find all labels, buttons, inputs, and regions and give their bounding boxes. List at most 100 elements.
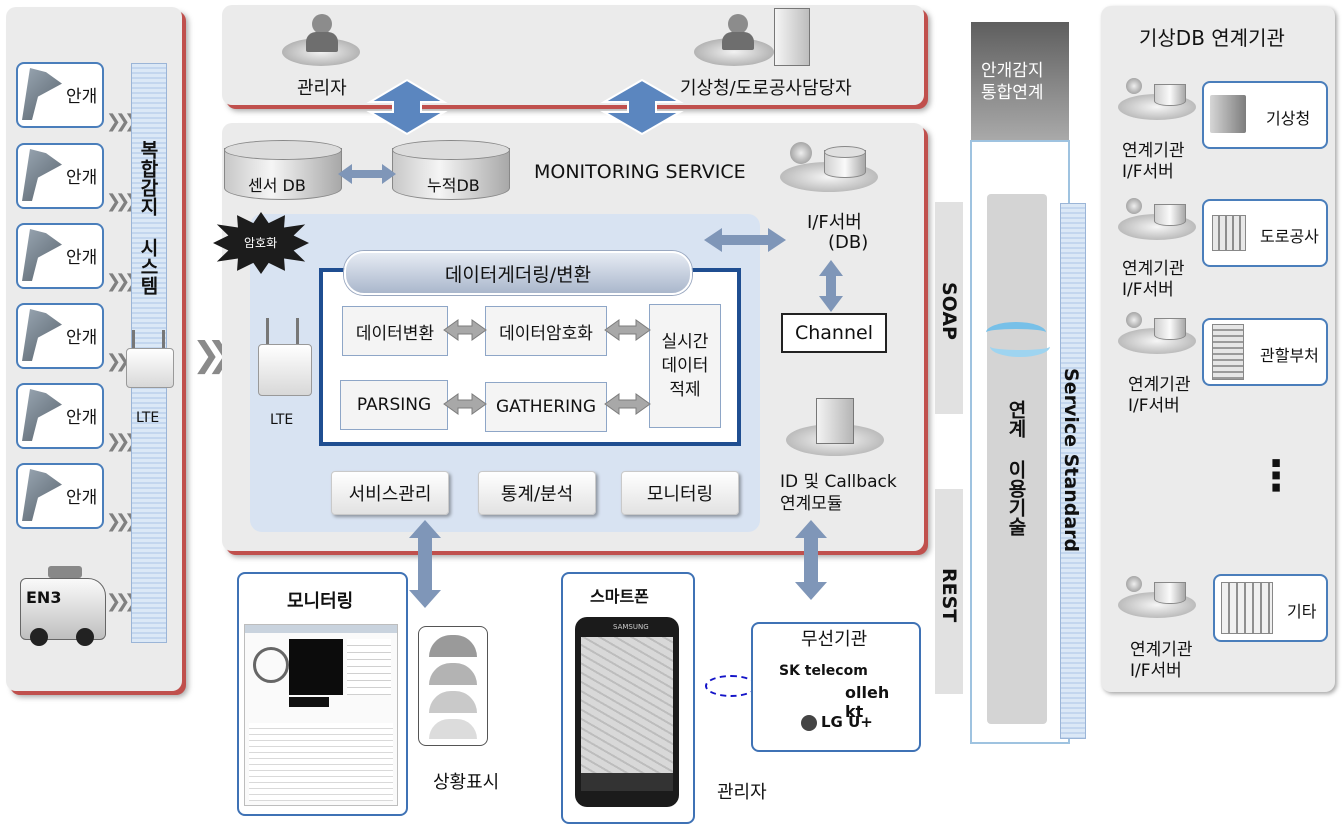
lg-uplus-logo: LG U+ (821, 713, 873, 731)
org-name: 기타 (1287, 602, 1317, 621)
chevron-icon: ❯❯❯ (106, 111, 139, 132)
service-management-button[interactable]: 서비스관리 (331, 471, 449, 515)
parsing-box[interactable]: PARSING (340, 380, 448, 430)
cumulative-db-label: 누적DB (427, 176, 480, 195)
sensor-db-label: 센서 DB (248, 176, 306, 195)
vehicle-label: EN3 (26, 588, 62, 607)
wheel-icon (30, 628, 48, 646)
sk-telecom-logo: SK telecom (779, 663, 868, 679)
lte-label-left: LTE (136, 410, 160, 426)
more-ellipsis-icon: ⋮ (1255, 451, 1297, 500)
fog-sensor-card[interactable]: 안개 (16, 303, 104, 369)
cumulative-db-icon (392, 140, 510, 202)
if-server-icon (1118, 574, 1198, 624)
chevron-icon: ❯❯❯ (106, 431, 139, 452)
org-server-label-1: 연계기관 (1128, 375, 1191, 395)
encryption-label: 암호화 (244, 236, 278, 250)
channel-box[interactable]: Channel (781, 313, 887, 353)
org-card[interactable]: 관할부처 (1202, 318, 1328, 386)
monitoring-service-title: MONITORING SERVICE (534, 161, 746, 183)
olleh-kt-logo: olleh kt (845, 683, 890, 721)
callback-label-1: ID 및 Callback (780, 472, 897, 492)
realtime-load-box[interactable]: 실시간 데이터 적제 (649, 304, 721, 428)
fog-sensor-card[interactable]: 안개 (16, 463, 104, 529)
org-server-label-2: I/F서버 (1128, 396, 1180, 416)
rest-bar (935, 489, 963, 694)
double-arrow-icon (338, 164, 396, 184)
lte-router-icon (124, 330, 174, 390)
building-icon (1212, 215, 1246, 251)
lte-router-icon (256, 318, 312, 398)
monitoring-card-title: 모니터링 (287, 591, 354, 612)
weather-staff-label: 기상청/도로공사담당자 (680, 78, 852, 99)
admin-desk-icon (282, 10, 362, 70)
callback-server-icon (786, 398, 886, 460)
status-display-label: 상황표시 (433, 772, 500, 793)
integration-header-line2: 통합연계 (981, 83, 1044, 103)
monitoring-button[interactable]: 모니터링 (621, 471, 739, 515)
org-name: 관할부처 (1260, 346, 1319, 365)
chevron-icon: ❯❯❯ (106, 511, 139, 532)
org-server-label-2: I/F서버 (1122, 280, 1174, 300)
detection-vehicle: EN3 (18, 566, 108, 662)
antenna-icon (48, 566, 82, 578)
org-name: 기상청 (1266, 109, 1311, 128)
chevron-icon: ❯❯❯ (106, 191, 139, 212)
service-standard-bar (1060, 203, 1086, 739)
fog-sensor-label: 안개 (66, 87, 98, 107)
fog-sensor-card[interactable]: 안개 (16, 143, 104, 209)
smartphone-title: 스마트폰 (590, 587, 649, 606)
if-server-db-icon (780, 134, 880, 198)
double-arrow-icon (409, 228, 843, 608)
org-server-label-1: 연계기관 (1130, 640, 1193, 660)
chevron-icon: ❯❯❯ (106, 591, 139, 612)
org-card[interactable]: 도로공사 (1202, 199, 1328, 267)
org-server-label-2: I/F서버 (1130, 661, 1182, 681)
org-card[interactable]: 기상청 (1202, 81, 1328, 149)
fog-sensor-label: 안개 (66, 248, 98, 268)
pipeline-title-text: 데이터게더링/변환 (444, 263, 592, 286)
wheel-icon (76, 628, 94, 646)
org-server-label-2: I/F서버 (1122, 162, 1174, 182)
monitoring-screenshot (244, 624, 398, 806)
building-icon (1221, 582, 1273, 634)
phone-brand: SAMSUNG (613, 623, 649, 631)
weather-db-title: 기상DB 연계기관 (1139, 26, 1285, 50)
org-card[interactable]: 기타 (1213, 574, 1328, 642)
fog-sensor-label: 안개 (66, 408, 98, 428)
org-server-label-1: 연계기관 (1122, 141, 1185, 161)
weather-staff-icon (694, 8, 814, 70)
statistics-analysis-button[interactable]: 통계/분석 (478, 471, 596, 515)
if-server-icon (1118, 76, 1198, 126)
integration-header-line1: 안개감지 (981, 61, 1044, 81)
org-name: 도로공사 (1260, 227, 1319, 246)
wireless-title: 무선기관 (801, 629, 868, 650)
fog-sensor-card[interactable]: 안개 (16, 383, 104, 449)
if-server-icon (1118, 310, 1198, 360)
carrier-logos: SK telecom olleh kt LG U+ (759, 651, 911, 741)
data-convert-box[interactable]: 데이터변환 (342, 306, 448, 356)
if-server-icon (1118, 196, 1198, 246)
chevron-icon: ❯❯❯ (106, 271, 139, 292)
fog-sensor-label: 안개 (66, 488, 98, 508)
van-icon (20, 578, 106, 640)
fog-sensor-label: 안개 (66, 328, 98, 348)
service-standard-label: Service Standard (1060, 368, 1082, 553)
integration-tech-bar (987, 194, 1047, 724)
lg-logo-icon (801, 715, 817, 731)
org-server-label-1: 연계기관 (1122, 259, 1185, 279)
fog-sensor-card[interactable]: 안개 (16, 62, 104, 128)
lte-label-inner: LTE (270, 412, 294, 428)
integration-tech-label: 연계 이용기술 (1005, 400, 1027, 536)
fog-sensor-card[interactable]: 안개 (16, 223, 104, 289)
pipeline-title: 데이터게더링/변환 (344, 251, 692, 295)
rest-label: REST (938, 568, 960, 623)
double-arrow-icon (443, 319, 651, 415)
if-server-label: I/F서버 (807, 212, 862, 233)
map-screen (581, 637, 673, 773)
smartphone-device-icon: SAMSUNG (575, 617, 679, 807)
gathering-box[interactable]: GATHERING (485, 382, 607, 432)
building-icon (1210, 95, 1246, 133)
integration-header (971, 22, 1069, 140)
